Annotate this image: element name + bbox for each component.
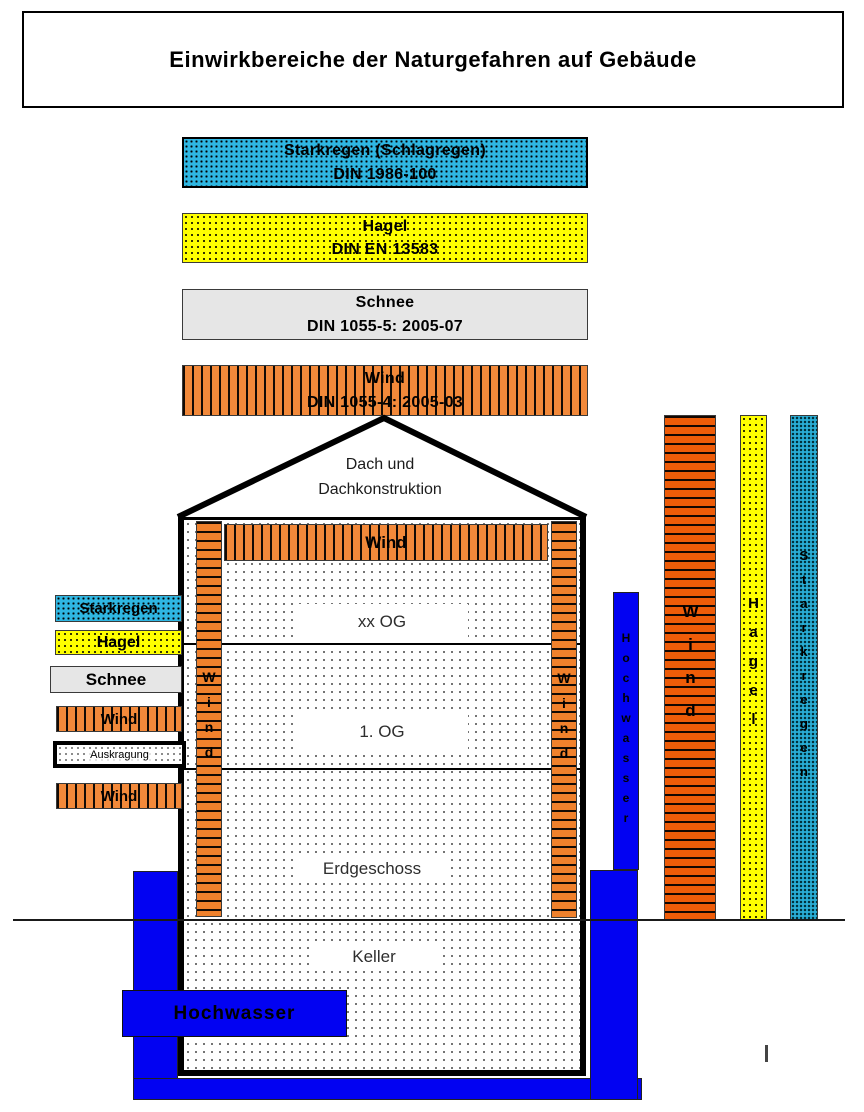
right-hagel-label: Hagel [745,595,762,740]
flood-left-column [133,871,178,1100]
bar-starkregen-label: Starkregen (Schlagregen) [284,142,486,160]
left-wind2-text: Wind [100,787,138,805]
house-wind-right-label: Wind [556,669,572,770]
floor-divider-2 [184,768,580,770]
bar-starkregen-din: Starkregen (Schlagregen) DIN 1986-100 [182,137,588,188]
left-schnee-text: Schnee [85,669,147,689]
left-starkregen-text: Starkregen [79,600,158,617]
house-wind-top-bar: Wind [224,524,548,561]
flood-right-riser-label: Hochwasser [619,631,633,831]
ground-line [13,919,845,921]
bar-hagel-din: Hagel DIN EN 13583 [182,213,588,263]
house-wind-top-label: Wind [365,532,407,552]
bar-hagel-label: Hagel [362,217,408,235]
left-auskragung-text: Auskragung [88,748,151,761]
house-body [178,514,586,1076]
floor-xxog-text: xx OG [357,611,407,631]
bar-wind-din-code: DIN 1055-4: 2005-03 [306,393,463,411]
roof-label: Dach und Dachkonstruktion [285,452,475,504]
floor-divider-1 [184,643,580,645]
title-box: Einwirkbereiche der Naturgefahren auf Ge… [22,11,844,108]
bar-wind-label: Wind [364,370,406,388]
house-wind-left-label: Wind [201,669,217,769]
page-title: Einwirkbereiche der Naturgefahren auf Ge… [169,46,697,72]
left-label-schnee: Schnee [50,666,182,693]
flood-right-column [590,870,638,1100]
roof-label-line2: Dachkonstruktion [318,481,442,498]
floor-1og-text: 1. OG [359,722,405,741]
floor-label-keller: Keller [310,944,438,970]
right-wind-label: Wind [681,601,700,734]
left-label-starkregen: Starkregen [55,595,182,622]
left-label-auskragung: Auskragung [53,741,186,768]
roof-label-line1: Dach und [345,456,415,474]
right-bar-wind: Wind [664,415,716,920]
left-label-wind-1: Wind [56,706,182,732]
left-label-hagel: Hagel [55,630,182,655]
floor-keller-text: Keller [352,947,396,966]
bar-starkregen-din-code: DIN 1986-100 [333,165,437,183]
floor-label-xxog: xx OG [296,604,468,639]
floor-label-erdgeschoss: Erdgeschoss [298,855,446,882]
bar-schnee-label: Schnee [355,294,415,312]
bar-wind-din: Wind DIN 1055-4: 2005-03 [182,365,588,416]
right-bar-starkregen: Starkregen [790,415,818,920]
flood-label-text: Hochwasser [173,1002,296,1024]
bar-schnee-din-code: DIN 1055-5: 2005-07 [306,317,463,335]
bar-schnee-din: Schnee DIN 1055-5: 2005-07 [182,289,588,340]
right-starkregen-label: Starkregen [796,547,812,788]
left-wind1-text: Wind [100,710,138,728]
right-bar-hagel: Hagel [740,415,767,920]
bar-hagel-din-code: DIN EN 13583 [331,241,439,258]
floor-eg-text: Erdgeschoss [322,858,422,878]
house-wind-left-bar: Wind [196,521,222,917]
tick-mark [765,1045,768,1062]
flood-right-riser-bar: Hochwasser [613,592,639,870]
roof-outline [176,414,588,520]
left-label-wind-2: Wind [56,783,182,809]
flood-label-box: Hochwasser [122,990,347,1037]
floor-label-1og: 1. OG [296,715,468,749]
left-hagel-text: Hagel [96,633,141,651]
flood-bottom-bar [133,1078,642,1100]
house-wind-right-bar: Wind [551,521,577,918]
